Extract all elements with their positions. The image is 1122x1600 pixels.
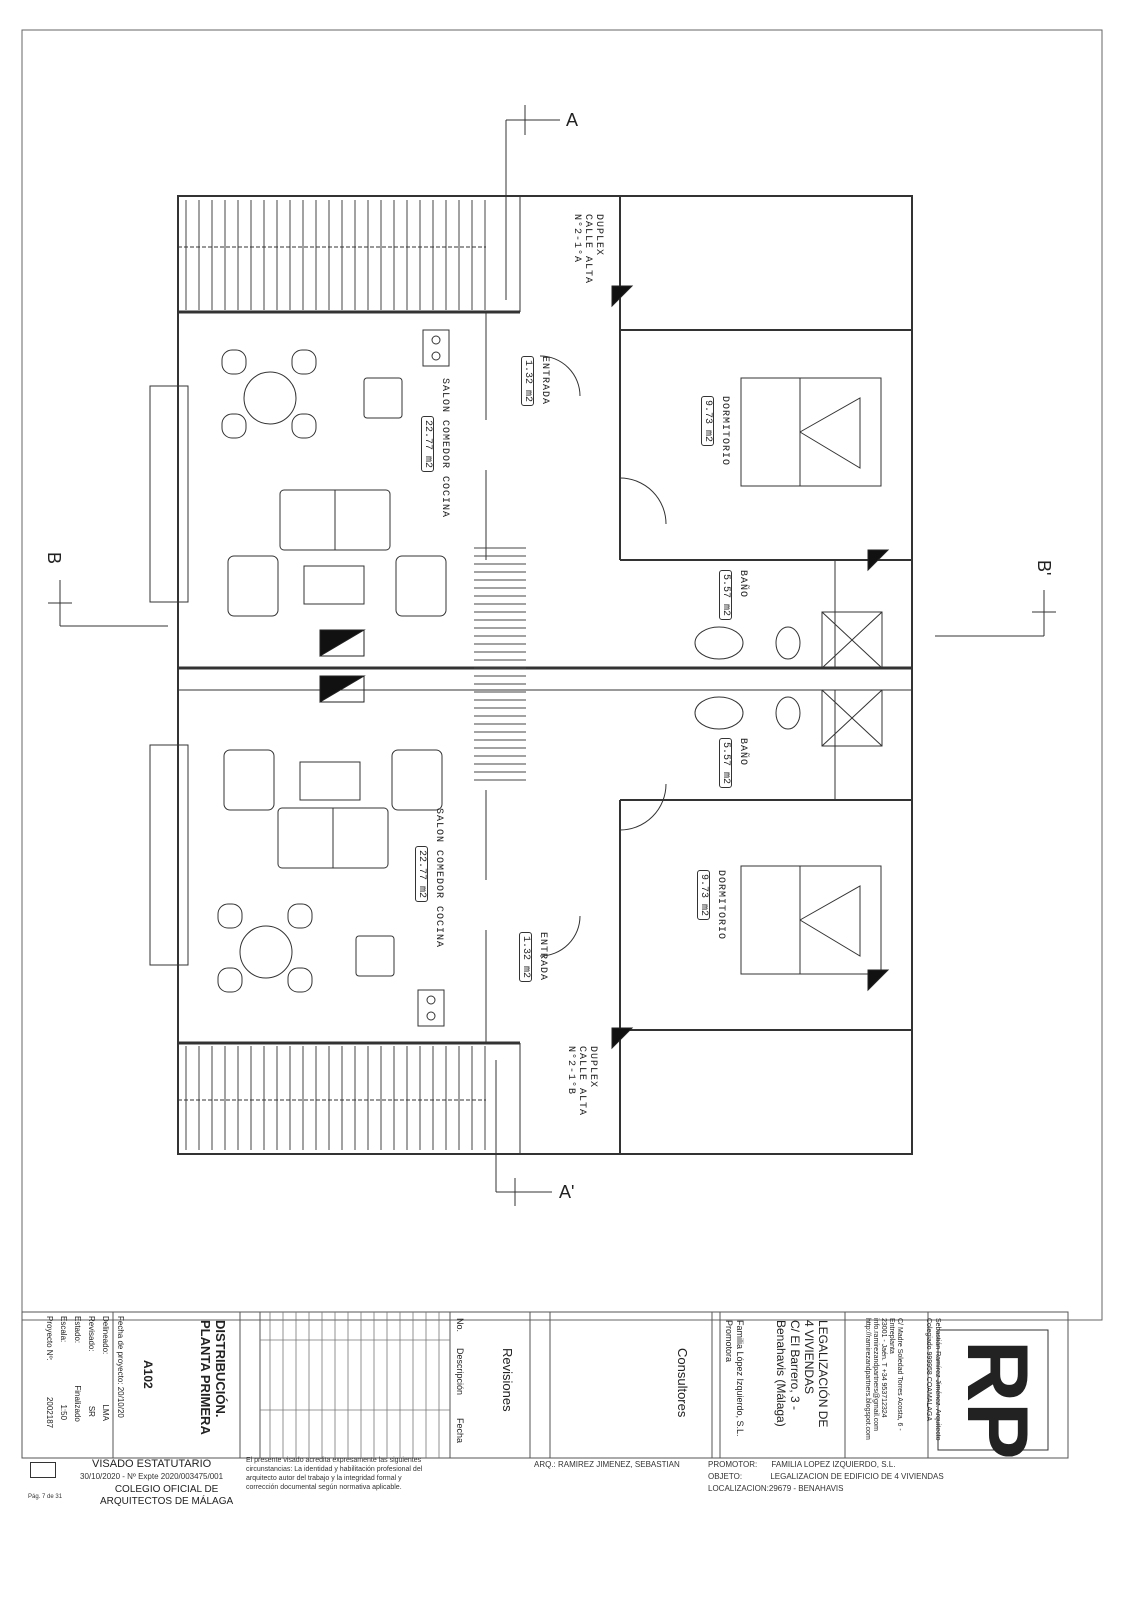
rev-header-no: No. xyxy=(455,1318,465,1333)
consultores-label: Consultores xyxy=(675,1348,690,1418)
visado-line: 30/10/2020 - Nº Expte 2020/003475/001 xyxy=(80,1472,224,1481)
section-marker-a-prime: A' xyxy=(559,1182,575,1202)
drawing-title: DISTRIBUCIÓN.PLANTA PRIMERA xyxy=(198,1320,228,1435)
rev-header-descripcion: Descripción xyxy=(455,1348,465,1396)
visado-title: VISADO ESTATUTARIO xyxy=(92,1458,212,1470)
field-fecha: Fecha de proyecto: 20/10/20 xyxy=(116,1316,125,1418)
studio-address: C/ Madre Soledad Torres Acosta, 6 -Entre… xyxy=(864,1318,903,1440)
revisiones-label: Revisiones xyxy=(500,1348,515,1412)
promotor-line: PROMOTOR: FAMILIA LOPEZ IZQUIERDO, S.L. xyxy=(708,1460,896,1469)
rev-header-fecha: Fecha xyxy=(455,1418,465,1444)
field-estado: Estado: Finalizado xyxy=(73,1316,82,1422)
field-escala: Escala: 1:50 xyxy=(59,1316,68,1421)
promoter-info: Familia López Izquierdo, S.L.Promotora xyxy=(724,1320,745,1437)
page-number: Pág. 7 de 31 xyxy=(28,1494,63,1500)
section-marker-a: A xyxy=(566,110,579,130)
arq-line: ARQ.: RAMIREZ JIMENEZ, SEBASTIAN xyxy=(534,1460,680,1469)
localizacion-line: LOCALIZACION:29679 - BENAHAVIS xyxy=(708,1484,844,1493)
visado-note: El presente visado acredita expresamente… xyxy=(246,1457,423,1491)
objeto-line: OBJETO: LEGALIZACION DE EDIFICIO DE 4 VI… xyxy=(708,1472,944,1481)
field-proyecto: Proyecto Nº: 2002187 xyxy=(45,1316,54,1429)
section-marker-b: B xyxy=(44,552,64,565)
rp-logo: RP xyxy=(949,1340,1045,1460)
colegio-seal-icon xyxy=(30,1462,56,1478)
drawing-number: A102 xyxy=(141,1360,155,1389)
field-revisado: Revisado: SR xyxy=(87,1316,96,1417)
field-delineado: Delineado: LMA xyxy=(101,1316,110,1421)
section-marker-b-prime: B' xyxy=(1034,560,1054,576)
